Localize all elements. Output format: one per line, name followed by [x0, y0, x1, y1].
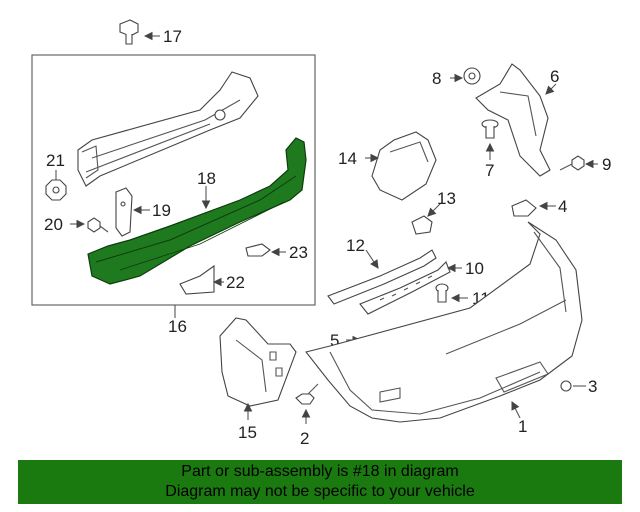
callout-12: 12 — [346, 236, 365, 255]
clip-7 — [481, 119, 499, 139]
callout-4: 4 — [558, 197, 567, 216]
bumper-cover-1 — [305, 221, 583, 423]
callout-22: 22 — [226, 273, 245, 292]
clip-3 — [560, 380, 572, 392]
trim-strip-12 — [327, 249, 437, 305]
bracket-15 — [219, 317, 297, 407]
callout-21: 21 — [46, 151, 65, 170]
callout-8: 8 — [432, 69, 441, 88]
bumper-reinforcement-bar — [77, 71, 259, 187]
footer-line-1: Part or sub-assembly is #18 in diagram — [181, 463, 459, 480]
callout-1: 1 — [518, 417, 527, 436]
nut-8 — [463, 67, 481, 85]
callout-23: 23 — [289, 243, 308, 262]
clip-23 — [245, 243, 271, 257]
bracket-6 — [475, 63, 551, 177]
callout-17: 17 — [163, 27, 182, 46]
bolt-9 — [559, 155, 585, 171]
callout-9: 9 — [602, 155, 611, 174]
callout-20: 20 — [44, 215, 63, 234]
callout-6: 6 — [550, 67, 559, 86]
bolt-2 — [295, 383, 319, 405]
subassembly-box — [31, 54, 316, 306]
footer-line-2: Diagram may not be specific to your vehi… — [165, 483, 475, 500]
callout-2: 2 — [300, 429, 309, 448]
nut-21 — [45, 179, 67, 201]
callout-14: 14 — [338, 149, 357, 168]
callout-19: 19 — [152, 201, 171, 220]
energy-absorber-18 — [87, 137, 307, 285]
bolt-11 — [435, 283, 449, 303]
bolt-17 — [119, 19, 139, 45]
callout-5: 5 — [330, 331, 339, 350]
callout-16: 16 — [168, 317, 187, 336]
callout-13: 13 — [437, 189, 456, 208]
callout-10: 10 — [465, 259, 484, 278]
bracket-19 — [115, 187, 133, 237]
bracket-22 — [179, 264, 215, 295]
bracket-14 — [371, 131, 437, 201]
callout-18: 18 — [197, 169, 216, 188]
callout-7: 7 — [485, 161, 494, 180]
clip-13 — [411, 215, 433, 235]
callout-3: 3 — [588, 377, 597, 396]
parts-diagram: 16 17 18 21 19 20 — [31, 19, 611, 448]
callout-15: 15 — [238, 423, 257, 442]
bolt-20 — [87, 217, 109, 233]
clip-4 — [511, 199, 537, 217]
footer-banner: Part or sub-assembly is #18 in diagram D… — [18, 460, 622, 504]
